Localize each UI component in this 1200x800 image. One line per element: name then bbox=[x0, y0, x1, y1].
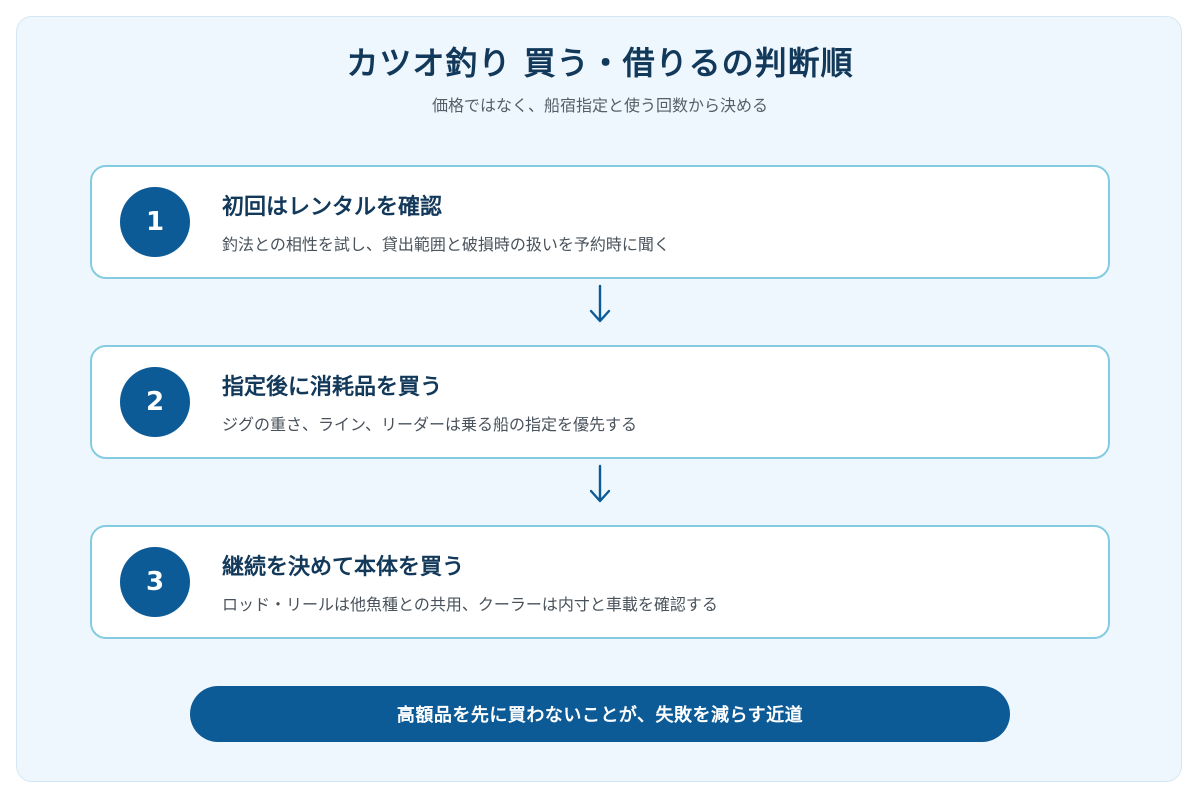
step-number-badge-1: 1 bbox=[120, 187, 190, 257]
arrow-down-icon bbox=[589, 284, 611, 323]
step-number-badge-2: 2 bbox=[120, 367, 190, 437]
step-description-3: ロッド・リールは他魚種との共用、クーラーは内寸と車載を確認する bbox=[222, 595, 718, 614]
page-title: カツオ釣り 買う・借りるの判断順 bbox=[346, 44, 854, 82]
page-subtitle: 価格ではなく、船宿指定と使う回数から決める bbox=[431, 96, 768, 115]
step-number-badge-3: 3 bbox=[120, 547, 190, 617]
step-title-2: 指定後に消耗品を買う bbox=[222, 375, 443, 400]
step-title-3: 継続を決めて本体を買う bbox=[222, 555, 465, 580]
step-card-3: 3 継続を決めて本体を買う ロッド・リールは他魚種との共用、クーラーは内寸と車載… bbox=[90, 525, 1110, 639]
arrow-down-icon bbox=[589, 464, 611, 503]
step-description-1: 釣法との相性を試し、貸出範囲と破損時の扱いを予約時に聞く bbox=[222, 235, 670, 254]
step-description-2: ジグの重さ、ライン、リーダーは乗る船の指定を優先する bbox=[222, 415, 638, 434]
step-card-2: 2 指定後に消耗品を買う ジグの重さ、ライン、リーダーは乗る船の指定を優先する bbox=[90, 345, 1110, 459]
step-title-1: 初回はレンタルを確認 bbox=[222, 195, 443, 220]
conclusion-banner: 高額品を先に買わないことが、失敗を減らす近道 bbox=[190, 686, 1010, 742]
step-card-1: 1 初回はレンタルを確認 釣法との相性を試し、貸出範囲と破損時の扱いを予約時に聞… bbox=[90, 165, 1110, 279]
